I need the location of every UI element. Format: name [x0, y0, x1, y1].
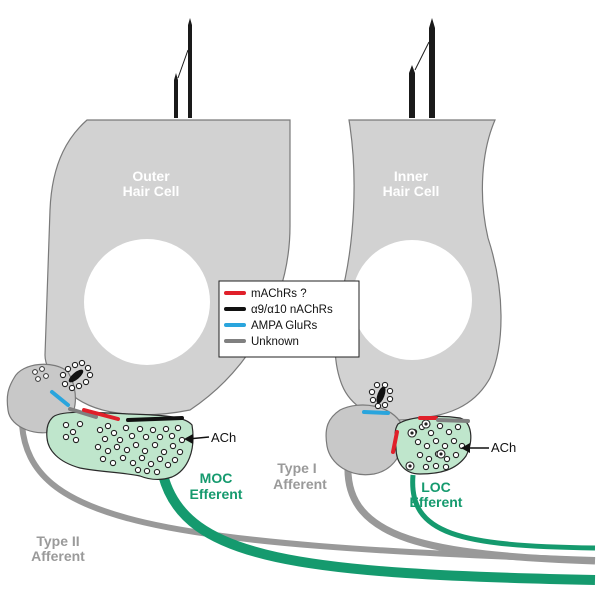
- ach-label-right: ACh: [491, 440, 516, 455]
- type-i-afferent-terminal: [325, 404, 404, 476]
- loc-dense-core-vesicles: [405, 419, 446, 471]
- legend-label: mAChRs ?: [251, 288, 307, 300]
- type-ii-afferent-label-line2: Afferent: [31, 548, 85, 564]
- loc-efferent-label-line1: LOC: [421, 479, 451, 495]
- legend-label: Unknown: [251, 336, 299, 348]
- type-ii-afferent-label-line1: Type II: [36, 533, 79, 549]
- afferent-terminal-vesicles: [32, 366, 49, 382]
- loc-efferent-label-line2: Efferent: [410, 494, 463, 510]
- inner-hair-cell-nucleus: [352, 240, 472, 360]
- ach-arrow-right: [461, 443, 489, 453]
- inner-cell-label-line2: Hair Cell: [383, 183, 440, 199]
- ohc-ampa-receptor-bar: [50, 390, 70, 407]
- type-i-afferent-label-line2: Afferent: [273, 476, 327, 492]
- outer-cell-label-line2: Hair Cell: [123, 183, 180, 199]
- type-ii-afferent-fiber: [19, 424, 596, 563]
- loc-efferent-fiber: [410, 474, 596, 551]
- ihc-unknown-receptor-bar: [436, 418, 470, 423]
- ach-arrow-left: [184, 434, 210, 444]
- inner-hair-cell-synaptic-ribbon: [368, 381, 394, 410]
- moc-efferent-label-line2: Efferent: [190, 486, 243, 502]
- ihc-ampa-receptor-bar: [362, 410, 390, 415]
- legend-label: AMPA GluRs: [251, 320, 317, 332]
- receptor-bars: [50, 390, 470, 454]
- inner-cell-label-line1: Inner: [394, 168, 429, 184]
- outer-hair-cell-synaptic-ribbon: [59, 359, 94, 392]
- outer-hair-cell-stereocilia: [174, 18, 192, 118]
- moc-synaptic-vesicles: [62, 420, 186, 476]
- ihc-machr-receptor-bar-afferent: [391, 430, 399, 454]
- type-i-afferent-fiber: [344, 464, 596, 565]
- ach-label-left: ACh: [211, 430, 236, 445]
- moc-efferent-fiber: [158, 473, 596, 585]
- ohc-nachr-receptor-bar: [126, 416, 184, 422]
- inner-hair-cell-stereocilia: [409, 18, 435, 118]
- ohc-machr-receptor-bar: [82, 408, 120, 421]
- moc-efferent-label-line1: MOC: [200, 470, 233, 486]
- type-i-afferent-label-line1: Type I: [277, 460, 316, 476]
- outer-cell-label-line1: Outer: [132, 168, 170, 184]
- ohc-unknown-receptor-bar: [68, 407, 98, 419]
- outer-hair-cell-nucleus: [84, 239, 210, 365]
- legend-label: α9/α10 nAChRs: [251, 304, 333, 316]
